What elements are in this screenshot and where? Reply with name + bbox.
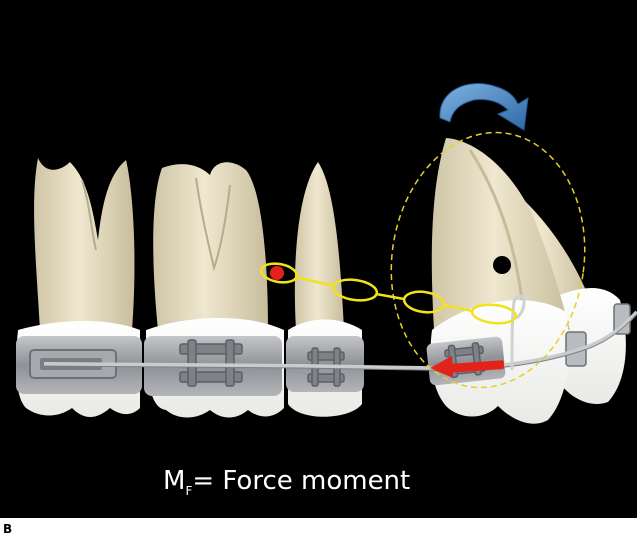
anterior-teeth (426, 138, 630, 424)
figure-panel: MF= Force moment (0, 0, 637, 518)
caption-text: = Force moment (192, 466, 410, 496)
first-molar (16, 158, 142, 417)
premolar-root (295, 162, 344, 330)
curved-rotation-arrow-icon (440, 84, 528, 130)
center-of-resistance (493, 256, 511, 274)
second-molar (144, 162, 284, 417)
diagram-caption: MF= Force moment (163, 466, 410, 506)
force-application-point (270, 266, 284, 280)
first-molar-root (34, 158, 134, 330)
panel-label: B (3, 522, 12, 536)
second-molar-root (153, 162, 268, 330)
premolar (286, 162, 364, 417)
orthodontic-diagram (0, 0, 637, 518)
caption-symbol: M (163, 466, 185, 496)
